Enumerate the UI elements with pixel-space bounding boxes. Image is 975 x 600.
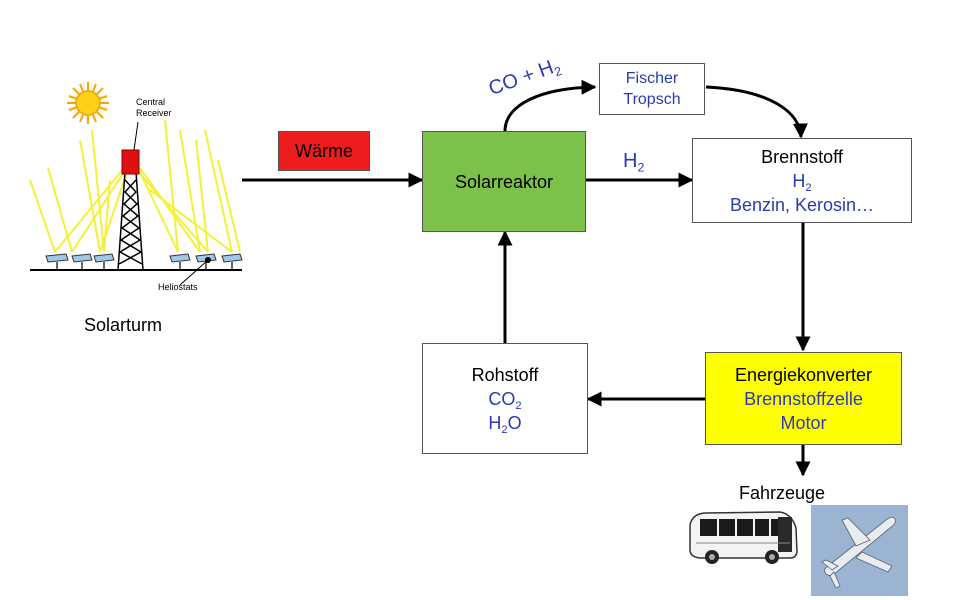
sunlight-rays	[29, 119, 241, 253]
solar-reactor-box: Solarreaktor	[422, 131, 586, 232]
airplane-image	[811, 505, 908, 596]
raw-h2o-subscript: 2	[501, 423, 508, 436]
solar-tower-caption: Solarturm	[84, 315, 163, 335]
h2-edge-subscript: 2	[637, 160, 645, 175]
fuel-line3: Benzin, Kerosin…	[729, 194, 875, 215]
fuel-box: Brennstoff H2 Benzin, Kerosin…	[692, 138, 912, 223]
raw-h2o-pre: H	[488, 412, 502, 433]
fuel-title: Brennstoff	[761, 146, 843, 167]
raw-material-box: Rohstoff CO2 H2O	[422, 343, 588, 454]
energy-converter-line3: Motor	[780, 412, 827, 433]
airplane-icon	[821, 516, 896, 589]
h2-edge-text: H	[623, 150, 638, 172]
fischer-tropsch-line1: Fischer	[625, 70, 679, 87]
arrow-fischer-tropsch-to-fuel	[705, 85, 808, 139]
fuel-h2-subscript: 2	[805, 181, 812, 194]
fischer-tropsch-line2: Tropsch	[623, 91, 681, 108]
central-receiver	[121, 149, 140, 175]
heat-box: Wärme	[278, 131, 370, 171]
energy-converter-line2: Brennstoffzelle	[744, 388, 863, 409]
heliostats-label: Heliostats	[158, 282, 198, 292]
energy-converter-title: Energiekonverter	[734, 364, 873, 385]
raw-co2-text: CO	[488, 388, 516, 409]
h2-edge-label: H2	[623, 149, 644, 174]
fuel-h2: H2	[792, 169, 811, 193]
energy-converter-box: Energiekonverter Brennstoffzelle Motor	[705, 352, 902, 445]
raw-h2o: H2O	[488, 411, 521, 435]
heliostat-mirrors	[45, 253, 243, 286]
raw-material-title: Rohstoff	[471, 364, 539, 385]
tower	[117, 171, 144, 271]
bus-icon	[689, 511, 798, 564]
central-receiver-label: Central Receiver	[136, 97, 172, 118]
sun-icon	[67, 82, 109, 124]
arrow-reactor-to-fischer-tropsch	[503, 79, 597, 132]
raw-co2-subscript: 2	[515, 399, 522, 412]
fuel-h2-text: H	[792, 170, 806, 191]
solar-reactor-label: Solarreaktor	[454, 171, 554, 192]
vehicles-caption: Fahrzeuge	[739, 483, 826, 503]
fischer-tropsch-box: Fischer Tropsch	[599, 63, 705, 115]
heat-label: Wärme	[295, 141, 353, 161]
raw-co2: CO2	[488, 387, 521, 411]
raw-h2o-post: O	[507, 412, 522, 433]
